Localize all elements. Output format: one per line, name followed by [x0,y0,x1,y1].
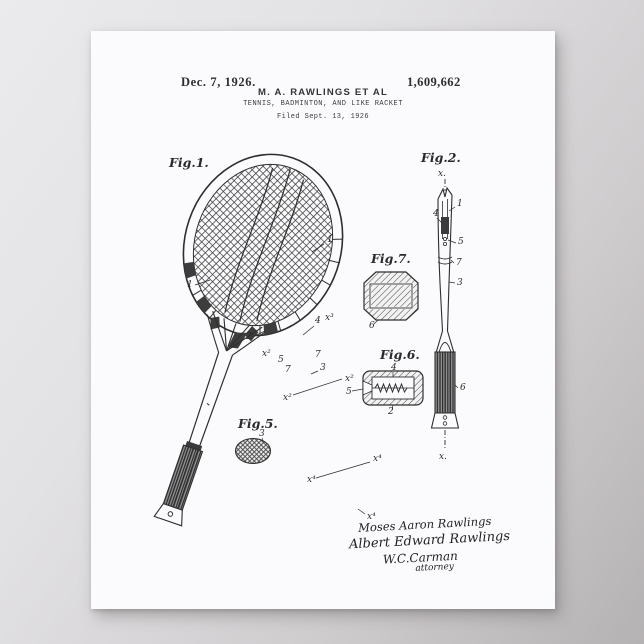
ref-x4: x⁴ [367,512,376,522]
fig1-label: Fig.1. [168,155,209,170]
spring-coil [374,382,408,394]
patent-date: Dec. 7, 1926. [181,75,256,89]
ref-3: 3 [457,278,463,288]
patent-poster: Dec. 7, 1926. 1,609,662 M. A. RAWLINGS E… [91,31,555,609]
fig1-refs: 1 1 2 4 x³ x² 5 7 7 3 x² x² x⁴ x⁴ [187,235,382,522]
ref-1: 1 [187,280,193,290]
octagon-section [363,271,419,321]
ref-1: 1 [457,199,463,209]
fig7-label: Fig.7. [370,251,411,266]
ref-x: x. [438,169,446,179]
fig2-label: Fig.2. [420,150,461,165]
handle-butt-cap [430,412,460,429]
ref-5: 5 [278,355,284,365]
ref-x2: x² [345,374,354,384]
racket-strings [192,163,334,327]
fig6-label: Fig.6. [379,347,420,362]
ref-x2: x² [262,349,271,359]
ref-2: 2 [245,332,252,342]
racket-throat [206,311,265,356]
patent-number: 1,609,662 [407,75,461,89]
ref-1: 1 [327,235,333,245]
fig2-refs: 1 4 5 7 3 6 [432,199,466,393]
inventor-name: M. A. RAWLINGS ET AL [258,87,388,98]
ref-3: 3 [259,429,265,439]
ref-4: 4 [314,316,321,326]
ref-4: 4 [432,209,439,219]
figure-1-racket: Fig.1. [153,153,382,527]
ref-6: 6 [460,383,466,393]
ref-4: 4 [390,363,397,373]
ref-7: 7 [315,350,321,360]
patent-title: TENNIS, BADMINTON, AND LIKE RACKET [243,100,403,108]
racket-shaft [188,352,220,444]
signature-attorney-title: attorney [415,562,455,574]
ref-7: 7 [456,258,462,268]
ref-7: 7 [285,365,291,375]
ref-x2: x² [283,393,292,403]
splice-insert [441,217,449,234]
figure-7-grip-section: Fig.7. 6 [363,251,419,331]
patent-drawing: Fig.1. [153,150,511,574]
figure-2-handle: Fig.2. x. x. 1 4 [420,150,466,462]
ref-2: 2 [387,407,394,417]
shaft-section-ellipse [234,437,272,465]
rim-patches [183,261,279,349]
ref-x4: x⁴ [373,454,382,464]
fig5-label: Fig.5. [237,416,278,431]
figure-6-splice-section: Fig.6. 4 2 5 [346,347,424,417]
ref-6: 6 [369,321,375,331]
ref-5: 5 [458,237,464,247]
ref-3: 3 [320,363,326,373]
figure-5-shaft-section: Fig.5. 3 [234,416,278,465]
ref-x4: x⁴ [307,475,316,485]
shaft-collar [185,440,203,451]
signature-attorney: W.C.Carman [383,549,459,567]
filed-date: Filed Sept. 13, 1926 [276,113,369,121]
ref-x: x. [439,452,447,462]
signature-block: Moses Aaron Rawlings Albert Edward Rawli… [348,514,511,574]
ref-x3: x³ [325,313,334,323]
ref-5: 5 [346,387,352,397]
